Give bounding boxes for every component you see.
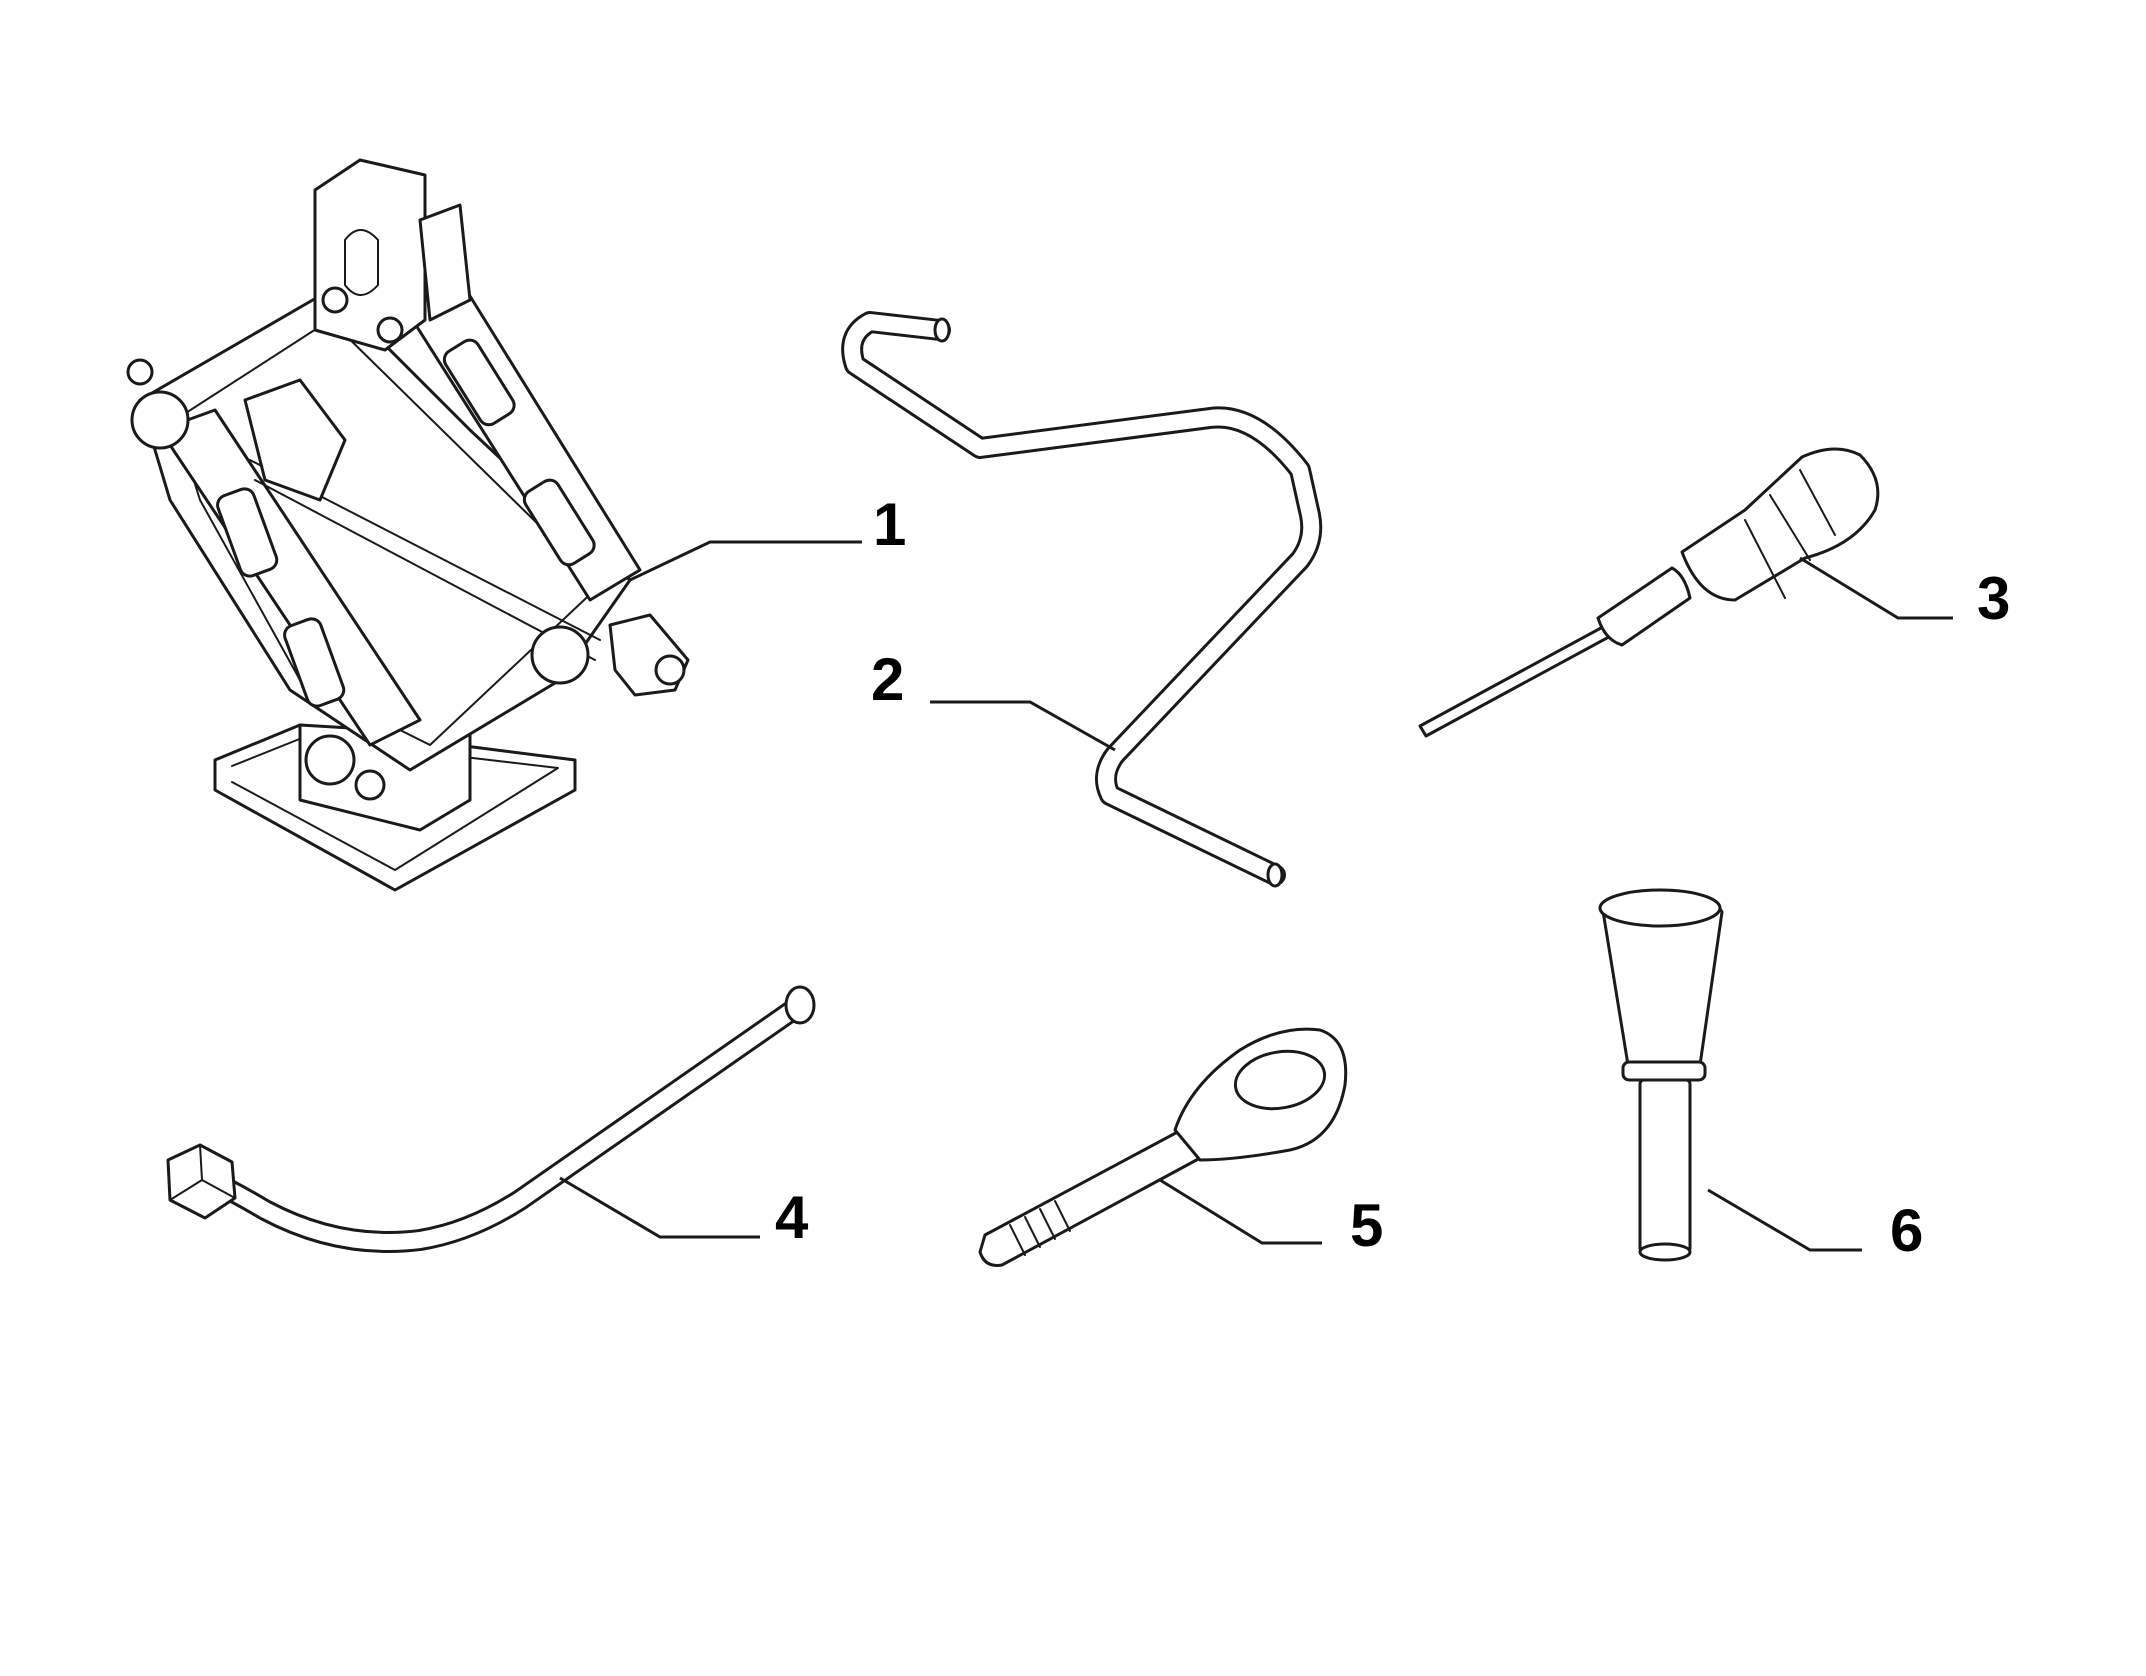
tow-eye-bolt-icon [978, 1027, 1348, 1267]
leader-line-2 [930, 700, 1116, 752]
crank-rod-icon [841, 311, 1323, 888]
leader-line-3 [1799, 556, 1953, 620]
leader-line-5 [1159, 1178, 1322, 1245]
leader-line-6 [1707, 1188, 1862, 1252]
callout-6: 6 [1890, 1197, 1923, 1264]
leader-line-1 [629, 540, 862, 582]
callout-3: 3 [1977, 565, 2010, 632]
callout-5: 5 [1350, 1192, 1383, 1259]
callout-4: 4 [775, 1184, 809, 1251]
leader-line-4 [559, 1176, 760, 1239]
wheel-wrench-icon [166, 985, 816, 1253]
screwdriver-icon [1418, 447, 1880, 738]
callout-1: 1 [873, 491, 906, 558]
scissor-jack-icon [126, 158, 690, 892]
callout-2: 2 [871, 646, 904, 713]
alignment-pin-icon [1598, 888, 1724, 1262]
